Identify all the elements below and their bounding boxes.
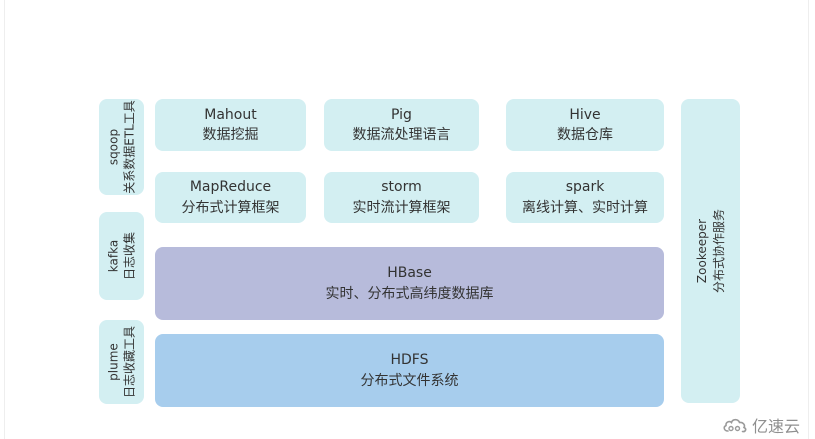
zookeeper-name: Zookeeper [694, 218, 709, 284]
spark-box: spark 离线计算、实时计算 [506, 172, 664, 223]
spark-name: spark [565, 179, 605, 196]
zookeeper-desc: 分布式协作服务 [711, 208, 726, 294]
sqoop-box: sqoop 关系数据ETL工具 [99, 99, 144, 195]
hdfs-name: HDFS [390, 352, 429, 369]
mapreduce-desc: 分布式计算框架 [181, 199, 280, 216]
kafka-box: kafka 日志收集 [99, 212, 144, 300]
hbase-name: HBase [387, 265, 432, 282]
plume-name: plume [105, 343, 120, 381]
plume-desc: 日志收藏工具 [121, 325, 136, 399]
mahout-box: Mahout 数据挖掘 [155, 99, 306, 151]
pig-name: Pig [391, 106, 412, 123]
cloud-logo-icon [723, 418, 747, 433]
zookeeper-box: Zookeeper 分布式协作服务 [681, 99, 740, 403]
watermark-text: 亿速云 [752, 417, 801, 436]
hdfs-desc: 分布式文件系统 [360, 372, 459, 389]
plume-box: plume 日志收藏工具 [99, 320, 144, 404]
sqoop-desc: 关系数据ETL工具 [121, 100, 136, 194]
storm-name: storm [381, 179, 422, 196]
watermark-logo: 亿速云 [722, 414, 800, 436]
mapreduce-name: MapReduce [189, 179, 272, 196]
storm-box: storm 实时流计算框架 [324, 172, 479, 223]
mahout-name: Mahout [204, 106, 257, 123]
pig-box: Pig 数据流处理语言 [324, 99, 479, 151]
hive-box: Hive 数据仓库 [506, 99, 664, 151]
kafka-label: kafka 日志收集 [106, 232, 137, 280]
mahout-desc: 数据挖掘 [202, 127, 259, 143]
hbase-desc: 实时、分布式高纬度数据库 [325, 285, 494, 302]
sqoop-label: sqoop 关系数据ETL工具 [106, 100, 137, 194]
hdfs-box: HDFS 分布式文件系统 [155, 334, 664, 407]
sqoop-name: sqoop [105, 128, 120, 166]
zookeeper-label: Zookeeper 分布式协作服务 [694, 209, 728, 293]
kafka-desc: 日志收集 [121, 231, 136, 281]
hbase-box: HBase 实时、分布式高纬度数据库 [155, 247, 664, 320]
mapreduce-box: MapReduce 分布式计算框架 [155, 172, 306, 223]
kafka-name: kafka [105, 239, 120, 273]
plume-label: plume 日志收藏工具 [106, 326, 137, 398]
hive-name: Hive [569, 106, 601, 123]
diagram-frame [4, 0, 809, 439]
storm-desc: 实时流计算框架 [352, 199, 451, 216]
pig-desc: 数据流处理语言 [352, 127, 451, 143]
hive-desc: 数据仓库 [557, 127, 613, 143]
spark-desc: 离线计算、实时计算 [522, 199, 648, 216]
